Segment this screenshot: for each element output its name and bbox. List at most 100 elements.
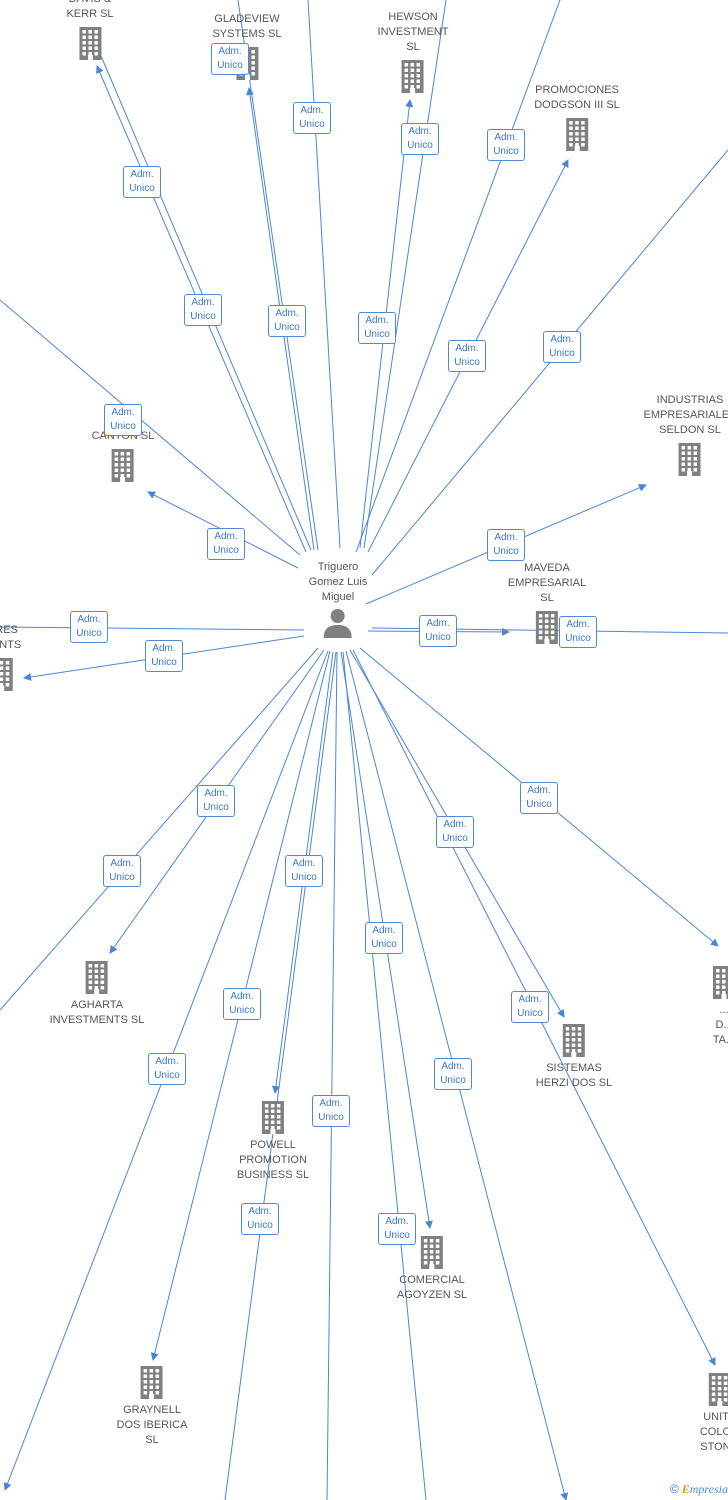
role-badge[interactable]: Adm.Unico	[104, 404, 142, 436]
relation-edge	[0, 647, 319, 1011]
role-badge[interactable]: Adm.Unico	[401, 123, 439, 155]
role-line1: Adm.	[191, 297, 215, 308]
company-name: GLADEVIEW SYSTEMS SL	[212, 13, 282, 40]
role-line2: Unico	[247, 1220, 273, 1231]
company-node-hewson[interactable]: HEWSON INVESTMENT SL	[377, 10, 449, 93]
building-icon	[86, 961, 108, 994]
role-line2: Unico	[549, 348, 575, 359]
company-node-powell[interactable]: POWELL PROMOTION BUSINESS SL	[237, 1100, 309, 1183]
company-name: AGHARTA INVESTMENTS SL	[49, 999, 145, 1026]
role-line2: Unico	[493, 546, 519, 557]
role-line1: Adm.	[494, 532, 518, 543]
role-badge[interactable]: Adm.Unico	[207, 528, 245, 560]
company-node-herzi[interactable]: SISTEMAS HERZI DOS SL	[536, 1023, 612, 1091]
company-node-agharta[interactable]: AGHARTA INVESTMENTS SL	[49, 960, 145, 1028]
company-name: UNIT... COLO... STON...	[699, 1411, 728, 1453]
person-name: Triguero Gomez Luis Miguel	[308, 561, 368, 603]
relation-edge	[237, 0, 319, 551]
role-line1: Adm.	[77, 614, 101, 625]
role-badge[interactable]: Adm.Unico	[293, 102, 331, 134]
role-line1: Adm.	[218, 46, 242, 57]
role-line1: Adm.	[408, 126, 432, 137]
role-badge[interactable]: Adm.Unico	[419, 615, 457, 647]
role-line1: Adm.	[550, 334, 574, 345]
role-badge[interactable]: Adm.Unico	[211, 43, 249, 75]
role-badge[interactable]: Adm. Unico	[184, 294, 222, 326]
role-line2: Unico	[274, 322, 300, 333]
role-line2: Unico	[517, 1008, 543, 1019]
brand-name: mpresia	[689, 1482, 728, 1496]
company-name: HEWSON INVESTMENT SL	[377, 11, 449, 53]
building-icon	[713, 966, 728, 999]
role-line1: Adm.	[155, 1056, 179, 1067]
role-line2: Unico	[129, 183, 155, 194]
role-line1: Adm.	[566, 619, 590, 630]
company-node-seldon[interactable]: INDUSTRIAS EMPRESARIALES SELDON SL	[644, 393, 728, 476]
role-badge[interactable]: Adm.Unico	[378, 1213, 416, 1245]
building-icon	[709, 1373, 728, 1406]
role-line2: Unico	[190, 311, 216, 322]
company-node-left-cut[interactable]: ...RES ...ENTS	[0, 623, 21, 691]
role-badge[interactable]: Adm.Unico	[358, 312, 396, 344]
role-badge[interactable]: Adm.Unico	[103, 855, 141, 887]
role-badge[interactable]: Adm.Unico	[285, 855, 323, 887]
role-line1: Adm.	[443, 819, 467, 830]
company-name: MAVEDA EMPRESARIAL SL	[507, 562, 587, 604]
company-name: POWELL PROMOTION BUSINESS SL	[236, 1139, 310, 1181]
brand-initial: E	[681, 1482, 690, 1496]
role-badge[interactable]: Adm. Unico	[148, 1053, 186, 1085]
role-line2: Unico	[229, 1005, 255, 1016]
building-icon	[536, 611, 558, 644]
relation-edge	[326, 651, 338, 1500]
role-line1: Adm.	[494, 132, 518, 143]
company-node-maveda[interactable]: MAVEDA EMPRESARIAL SL	[508, 561, 586, 644]
company-node-agoyzen[interactable]: COMERCIAL AGOYZEN SL	[397, 1235, 467, 1303]
building-icon	[420, 1236, 443, 1269]
relation-edge	[89, 29, 312, 551]
company-node-graynell[interactable]: GRAYNELL DOS IBERICA SL	[116, 1365, 188, 1448]
role-line1: Adm.	[455, 343, 479, 354]
company-node-right-cut[interactable]: ... D... TA...	[709, 965, 728, 1048]
company-node-canton[interactable]: A... CANTON SL	[92, 414, 154, 482]
role-badge[interactable]: Adm. Unico	[487, 129, 525, 161]
role-badge[interactable]: Adm.Unico	[223, 988, 261, 1020]
role-badge[interactable]: Adm.Unico	[70, 611, 108, 643]
relation-edge	[224, 651, 337, 1500]
role-badge[interactable]: Adm.Unico	[434, 1058, 472, 1090]
role-line2: Unico	[371, 939, 397, 950]
company-name: GRAYNELL DOS IBERICA SL	[116, 1404, 188, 1446]
role-badge[interactable]: Adm. Unico	[511, 991, 549, 1023]
company-node-dodgson[interactable]: PROMOCIONES DODGSON III SL	[534, 83, 620, 151]
role-line1: Adm.	[319, 1098, 343, 1109]
role-badge[interactable]: Adm. Unico	[559, 616, 597, 648]
relation-edge	[0, 626, 305, 631]
role-badge[interactable]: Adm.Unico	[312, 1095, 350, 1127]
building-icon	[402, 60, 424, 93]
role-line2: Unico	[493, 146, 519, 157]
person-node[interactable]: Triguero Gomez Luis Miguel	[308, 560, 368, 639]
role-badge[interactable]: Adm.Unico	[123, 166, 161, 198]
role-badge[interactable]: Adm. Unico	[487, 529, 525, 561]
role-line2: Unico	[291, 872, 317, 883]
relation-edge	[307, 0, 341, 549]
role-line2: Unico	[565, 633, 591, 644]
role-badge[interactable]: Adm.Unico	[145, 640, 183, 672]
role-badge[interactable]: Adm.Unico	[268, 305, 306, 337]
role-badge[interactable]: Adm.Unico	[448, 340, 486, 372]
building-icon	[141, 1366, 163, 1399]
role-line2: Unico	[154, 1070, 180, 1081]
role-badge[interactable]: Adm.Unico	[241, 1203, 279, 1235]
role-badge[interactable]: Adm. Unico	[543, 331, 581, 363]
company-name: COMERCIAL AGOYZEN SL	[396, 1274, 468, 1301]
role-badge[interactable]: Adm.Unico	[365, 922, 403, 954]
role-line1: Adm.	[111, 407, 135, 418]
company-node-davis[interactable]: DAVIS & KERR SL	[66, 0, 114, 60]
company-node-unit[interactable]: UNIT... COLO... STON...	[700, 1372, 728, 1455]
company-name: INDUSTRIAS EMPRESARIALES SELDON SL	[643, 394, 728, 436]
role-line1: Adm.	[518, 994, 542, 1005]
role-badge[interactable]: Adm.Unico	[197, 785, 235, 817]
role-line2: Unico	[442, 833, 468, 844]
role-badge[interactable]: Adm. Unico	[436, 816, 474, 848]
role-badge[interactable]: Adm.Unico	[520, 782, 558, 814]
role-line1: Adm.	[204, 788, 228, 799]
